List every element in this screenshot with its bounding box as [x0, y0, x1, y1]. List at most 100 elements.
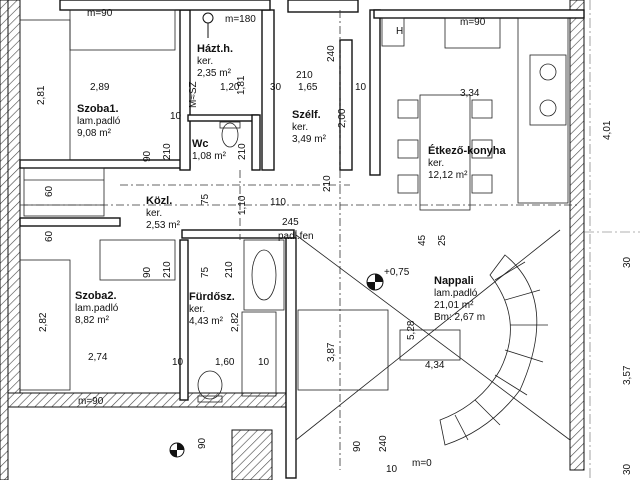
dim-label: 210	[237, 143, 248, 160]
room-area: 4,43 m²	[189, 316, 224, 327]
floor-window-label: padl.fen	[278, 231, 314, 242]
dim-label: 75	[200, 266, 211, 278]
room-etkezo-konyha: Étkező-konyha ker. 12,12 m²	[428, 144, 507, 181]
dim-label: 5,28	[406, 320, 417, 340]
room-area: 3,49 m²	[292, 134, 327, 145]
dim-label: 4,34	[425, 360, 445, 371]
room-area: 2,53 m²	[146, 220, 181, 231]
sill-height-label: m=180	[225, 14, 256, 25]
sill-height-label: m=90	[87, 8, 113, 19]
dim-label: 210	[224, 261, 235, 278]
dim-label: 45	[417, 234, 428, 246]
room-nappali: Nappali lam.padló 21,01 m² Bm: 2,67 m	[434, 275, 485, 323]
room-floor: lam.padló	[75, 303, 119, 314]
room-name: Nappali	[434, 275, 474, 287]
room-area: 8,82 m²	[75, 315, 110, 326]
dim-label: 30	[622, 463, 633, 475]
dim-label: 2,89	[90, 82, 110, 93]
dim-label: 1,10	[237, 195, 248, 215]
markers: m=90 m=180 m=90 m=90 m=0 padl.fen H M≈SZ	[78, 8, 486, 469]
dim-label: 110	[270, 197, 286, 208]
fixtures	[19, 9, 569, 446]
room-haztartas: Házt.h. ker. 2,35 m²	[197, 43, 233, 79]
dim-label: 240	[378, 435, 389, 452]
dim-label: 3,87	[326, 342, 337, 362]
room-floor: lam.padló	[77, 116, 121, 127]
dim-label: 2,82	[38, 312, 49, 332]
dim-label: 25	[437, 234, 448, 246]
room-floor: lam.padló	[434, 288, 478, 299]
room-floor: ker.	[292, 122, 308, 133]
dim-label: 30	[270, 82, 282, 93]
dim-label: 90	[142, 266, 153, 278]
dim-label: 90	[142, 150, 153, 162]
room-name: Szélf.	[292, 109, 321, 121]
room-szoba1: Szoba1. lam.padló 9,08 m²	[77, 103, 121, 139]
level-label: +0,75	[384, 267, 410, 278]
room-name: Házt.h.	[197, 43, 233, 55]
dim-label: 1,60	[215, 357, 235, 368]
room-area: 1,08 m²	[192, 151, 227, 162]
room-name: Szoba2.	[75, 290, 117, 302]
dim-label: 2,81	[36, 85, 47, 105]
room-area: 21,01 m²	[434, 300, 474, 311]
room-szelfogo: Szélf. ker. 3,49 m²	[292, 109, 327, 145]
dim-label: 245	[282, 217, 299, 228]
dim-label: 210	[162, 261, 173, 278]
dim-label: 1,65	[298, 82, 318, 93]
dim-label: 2,00	[337, 108, 348, 128]
room-kozlekedo: Közl. ker. 2,53 m²	[146, 195, 181, 231]
dim-label: 210	[162, 143, 173, 160]
room-name: Étkező-konyha	[428, 144, 507, 157]
appliance-label: M≈SZ	[188, 81, 199, 108]
room-name: Közl.	[146, 195, 172, 207]
dim-label: 10	[258, 357, 270, 368]
dim-label: 60	[44, 185, 55, 197]
room-area: 12,12 m²	[428, 170, 468, 181]
dim-label: 3,57	[622, 365, 633, 385]
sill-height-label: m=90	[460, 17, 486, 28]
dim-label: 210	[296, 70, 313, 81]
dim-label: 2,74	[88, 352, 108, 363]
sill-height-label: m=0	[412, 458, 432, 469]
dim-label: 30	[622, 256, 633, 268]
dim-label: 75	[200, 193, 211, 205]
dim-label: 3,34	[460, 88, 480, 99]
sill-height-label: m=90	[78, 396, 104, 407]
room-name: Fürdősz.	[189, 291, 235, 303]
room-floor: ker.	[197, 56, 213, 67]
dim-label: 10	[386, 464, 398, 475]
outer-walls	[0, 0, 585, 480]
appliance-label: H	[396, 26, 403, 37]
dim-label: 10	[172, 357, 184, 368]
level-marker-icon	[366, 273, 384, 291]
gas-meter-icon	[202, 12, 214, 38]
room-floor: ker.	[428, 158, 444, 169]
room-floor: ker.	[189, 304, 205, 315]
room-area: 2,35 m²	[197, 68, 232, 79]
room-szoba2: Szoba2. lam.padló 8,82 m²	[75, 290, 119, 326]
room-area: 9,08 m²	[77, 128, 112, 139]
room-name: Szoba1.	[77, 103, 119, 115]
room-furdoszoba: Fürdősz. ker. 4,43 m²	[189, 291, 235, 327]
dim-label: 90	[197, 437, 208, 449]
dimension-labels: 2,89 2,81 10 1,20 30 1,65 10 3,34 4,01 1…	[36, 45, 633, 475]
room-height: Bm: 2,67 m	[434, 312, 485, 323]
room-wc: Wc 1,08 m²	[192, 138, 227, 162]
room-floor: ker.	[146, 208, 162, 219]
level-marker-icon	[169, 442, 185, 458]
dim-label: 10	[170, 111, 182, 122]
dim-label: 90	[352, 440, 363, 452]
dim-label: 210	[322, 175, 333, 192]
room-name: Wc	[192, 138, 209, 150]
dim-label: 10	[355, 82, 367, 93]
dim-label: 60	[44, 230, 55, 242]
dim-label: 4,01	[602, 120, 613, 140]
reference-lines	[20, 0, 640, 480]
dim-label: 1,81	[236, 75, 247, 95]
dim-label: 1,20	[220, 82, 240, 93]
dim-label: 2,82	[230, 312, 241, 332]
dim-label: 240	[326, 45, 337, 62]
interior-walls	[19, 0, 585, 479]
